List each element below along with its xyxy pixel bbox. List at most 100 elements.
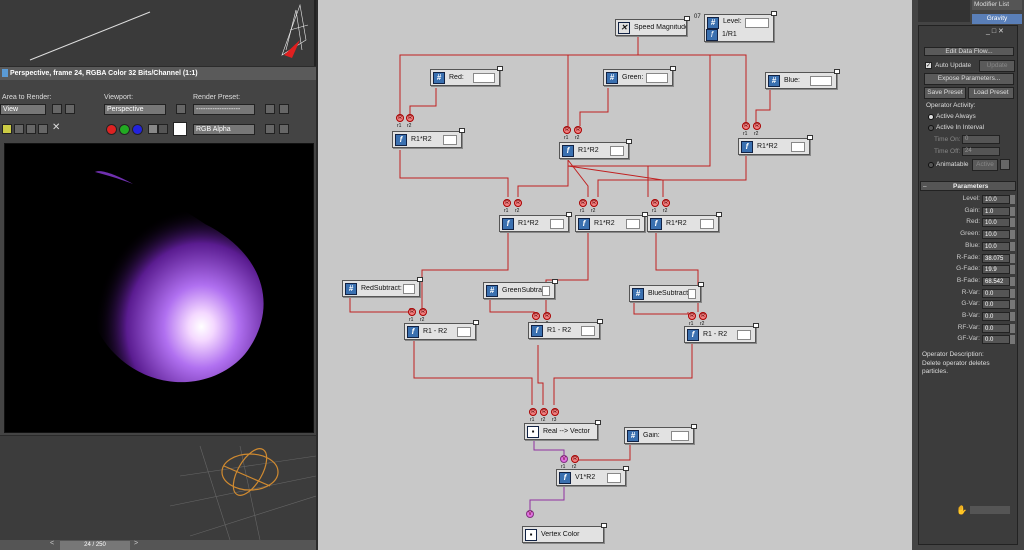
param-value[interactable]: 0.0 [982, 335, 1010, 345]
channel-dropdown[interactable]: RGB Alpha [193, 124, 255, 135]
input-port[interactable]: R [571, 455, 579, 463]
copy-image-icon[interactable] [14, 124, 24, 134]
param-row[interactable]: RF-Var:0.0 [920, 323, 1016, 334]
input-port[interactable]: R [396, 114, 404, 122]
input-port[interactable]: R [514, 199, 522, 207]
frame-counter[interactable]: 24 / 250 [60, 541, 130, 550]
param-row[interactable]: Gain:1.0 [920, 206, 1016, 217]
input-port[interactable]: R [688, 312, 696, 320]
spinner-icon[interactable] [1010, 323, 1015, 333]
vector-port[interactable]: V [560, 455, 568, 463]
param-value[interactable]: 10.0 [982, 195, 1010, 204]
region-icon[interactable] [52, 104, 62, 114]
blue-subtract-node[interactable]: #BlueSubtract: [629, 282, 704, 302]
environment-icon[interactable] [279, 104, 289, 114]
lock-icon[interactable] [176, 104, 186, 114]
print-icon[interactable] [38, 124, 48, 134]
spinner-icon[interactable] [1010, 276, 1015, 286]
load-preset-button[interactable]: Load Preset [968, 87, 1014, 99]
input-port[interactable]: R [699, 312, 707, 320]
animatable-radio[interactable] [928, 162, 934, 168]
vertex-color-node[interactable]: ▪Vertex Color [522, 523, 607, 543]
input-port[interactable]: R [406, 114, 414, 122]
input-port[interactable]: R [543, 312, 551, 320]
clone-icon[interactable] [26, 124, 36, 134]
next-frame-icon[interactable]: > [134, 540, 139, 547]
spinner-icon[interactable] [1010, 195, 1015, 204]
alpha-channel-icon[interactable] [148, 124, 158, 134]
time-on-field[interactable]: 0 [962, 135, 1000, 144]
param-value[interactable]: 38.075 [982, 253, 1010, 263]
speed-magnitude-node[interactable]: ✕ Speed Magnitude [615, 16, 690, 36]
pan-icon[interactable]: ✋ [956, 505, 968, 515]
red-subtract-node[interactable]: #RedSubtract: [342, 277, 423, 297]
spinner-icon[interactable] [1010, 288, 1015, 298]
crop-icon[interactable] [65, 104, 75, 114]
input-port[interactable]: R [529, 408, 537, 416]
input-port[interactable]: R [408, 308, 416, 316]
param-row[interactable]: G-Var:0.0 [920, 299, 1016, 310]
input-port[interactable]: R [503, 199, 511, 207]
param-row[interactable]: Level:10.0 [920, 194, 1016, 205]
time-slider[interactable] [0, 540, 316, 550]
bottom-viewport[interactable] [0, 436, 317, 541]
param-value[interactable]: 0.0 [982, 312, 1010, 321]
spinner-icon[interactable] [1010, 218, 1015, 228]
param-value[interactable]: 19.9 [982, 265, 1010, 275]
edit-flow-button[interactable]: Edit Data Flow... [924, 47, 1014, 56]
spinner-icon[interactable] [1010, 265, 1015, 275]
active-always-radio[interactable] [928, 114, 934, 120]
param-row[interactable]: R-Fade:38.075 [920, 253, 1016, 264]
param-row[interactable]: G-Fade:19.9 [920, 264, 1016, 275]
param-row[interactable]: Green:10.0 [920, 229, 1016, 240]
input-port[interactable]: R [651, 199, 659, 207]
green-subtract-node[interactable]: #GreenSubtract: [483, 279, 558, 299]
curve-icon[interactable] [1000, 159, 1010, 170]
area-dropdown[interactable]: View [0, 104, 46, 115]
setup-icon[interactable] [265, 104, 275, 114]
time-off-field[interactable]: 24 [962, 147, 1000, 156]
input-port[interactable]: R [579, 199, 587, 207]
spinner-icon[interactable] [1010, 300, 1015, 310]
mono-icon[interactable] [158, 124, 168, 134]
clear-icon[interactable]: ✕ [52, 122, 61, 133]
active-interval-radio[interactable] [928, 125, 934, 131]
preset-dropdown[interactable]: ------------------- [193, 104, 255, 115]
input-port[interactable]: R [742, 122, 750, 130]
param-value[interactable]: 68.542 [982, 276, 1010, 286]
display-icon[interactable] [279, 124, 289, 134]
param-value[interactable]: 10.0 [982, 218, 1010, 228]
param-value[interactable]: 10.0 [982, 241, 1010, 251]
red-input-node[interactable]: #Red: [430, 66, 503, 86]
spinner-icon[interactable] [1010, 335, 1015, 345]
param-row[interactable]: R-Var:0.0 [920, 288, 1016, 299]
spinner-icon[interactable] [1010, 312, 1015, 321]
param-value[interactable]: 0.0 [982, 288, 1010, 298]
save-preset-button[interactable]: Save Preset [924, 87, 966, 99]
modifier-list-dropdown[interactable]: Modifier List [972, 0, 1022, 10]
blue-input-node[interactable]: #Blue: [765, 69, 840, 89]
input-port[interactable]: R [419, 308, 427, 316]
input-port[interactable]: R [551, 408, 559, 416]
toggle-ui-icon[interactable] [265, 124, 275, 134]
color-swatch[interactable] [173, 122, 187, 136]
top-viewport[interactable] [0, 0, 316, 66]
param-row[interactable]: B-Var:0.0 [920, 311, 1016, 322]
param-row[interactable]: GF-Var:0.0 [920, 334, 1016, 345]
input-port[interactable]: R [590, 199, 598, 207]
green-channel-icon[interactable] [119, 124, 130, 135]
param-value[interactable]: 0.0 [982, 300, 1010, 310]
save-image-icon[interactable] [2, 124, 12, 134]
red-channel-icon[interactable] [106, 124, 117, 135]
vector-port[interactable]: V [526, 510, 534, 518]
spinner-icon[interactable] [1010, 241, 1015, 251]
